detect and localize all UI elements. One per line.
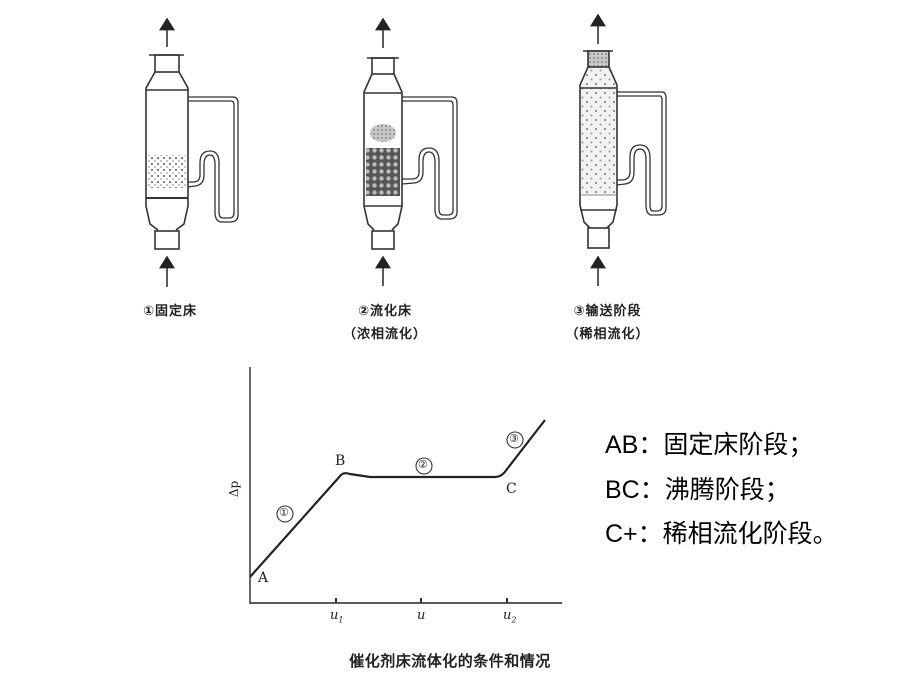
segment-3-marker [506,431,524,449]
note-ab: AB：固定床阶段； [605,431,814,459]
point-b-label: B [335,453,346,469]
vessel-2-label: ②流化床 （浓相流化） [325,300,445,346]
tick-u2-sub: 2 [511,615,517,625]
vessel-3-title: ③输送阶段 [573,304,642,319]
segment-3-label: ③ [509,432,519,445]
vessel-1-title: ①固定床 [142,304,197,319]
tick-u-label: u [417,608,426,623]
vessel-3-label: ③输送阶段 （稀相流化） [545,300,670,346]
segment-1-marker [276,505,294,523]
y-axis-label: Δp [227,480,242,498]
dilute-particles [581,68,616,195]
pressure-curve [249,419,546,578]
vessel-transport-stage [579,13,667,286]
segment-2-label: ② [418,458,428,471]
note-c-plus: C+：稀相流化阶段。 [605,520,838,548]
tick-u1-label: u1 [330,608,343,625]
tick-u2-label: u2 [503,608,516,625]
vessel-2-title: ②流化床 [357,304,412,319]
tick-u1-sub: 1 [338,615,344,625]
vessel-fluidized-bed [363,17,458,286]
point-a-label: A [258,570,269,586]
note-bc: BC：沸腾阶段； [605,475,790,504]
tick-u1-text: u [330,608,339,623]
tick-u2-text: u [503,608,512,623]
vessel-2-subtitle: （浓相流化） [342,327,427,342]
vessel-3-subtitle: （稀相流化） [565,327,650,342]
bubbling-surface [370,124,396,142]
chart-caption: 催化剂床流体化的条件和情况 [349,652,551,670]
fixed-particles [148,155,186,188]
stage-notes: AB：固定床阶段； BC：沸腾阶段； C+：稀相流化阶段。 [605,423,838,557]
point-c-label: C [506,481,517,497]
segment-2-marker [415,457,433,475]
pressure-drop-chart [249,367,562,604]
dense-particles [366,148,400,196]
vessel-1-label: ①固定床 [120,300,220,323]
vessel-fixed-bed [145,17,239,287]
segment-1-label: ① [279,506,289,519]
